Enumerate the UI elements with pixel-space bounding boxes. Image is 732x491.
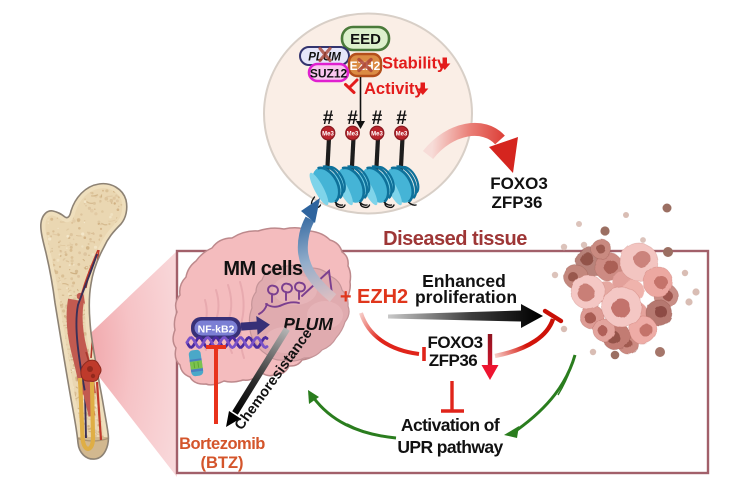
svg-text:+ EZH2: + EZH2 (340, 286, 408, 308)
svg-text:Stability: Stability (382, 55, 447, 73)
svg-text:Enhanced: Enhanced (422, 271, 506, 291)
svg-text:#: # (396, 108, 407, 129)
svg-text:#: # (323, 108, 334, 129)
svg-text:Me3: Me3 (347, 131, 359, 137)
svg-text:#: # (372, 108, 383, 129)
svg-text:FOXO3: FOXO3 (427, 333, 482, 352)
svg-text:UPR pathway: UPR pathway (397, 437, 503, 457)
svg-text:PLUM: PLUM (283, 314, 333, 334)
svg-text:(BTZ): (BTZ) (200, 454, 243, 472)
svg-text:SUZ12: SUZ12 (310, 67, 348, 81)
svg-text:Activity: Activity (364, 80, 424, 98)
svg-text:Me3: Me3 (396, 131, 408, 137)
svg-text:NF-kB2: NF-kB2 (198, 324, 235, 336)
svg-text:MM cells: MM cells (223, 258, 303, 280)
svg-text:proliferation: proliferation (415, 287, 517, 307)
svg-text:Diseased tissue: Diseased tissue (383, 228, 527, 250)
svg-text:FOXO3: FOXO3 (490, 174, 548, 193)
svg-text:ZFP36: ZFP36 (429, 351, 478, 370)
svg-text:ZFP36: ZFP36 (491, 193, 542, 212)
svg-text:PLUM: PLUM (308, 52, 341, 64)
svg-text:Me3: Me3 (371, 131, 383, 137)
svg-text:Me3: Me3 (322, 131, 334, 137)
svg-text:Activation of: Activation of (401, 415, 500, 435)
svg-text:EED: EED (350, 31, 381, 48)
svg-text:Bortezomib: Bortezomib (179, 435, 265, 453)
svg-text:#: # (347, 108, 358, 129)
